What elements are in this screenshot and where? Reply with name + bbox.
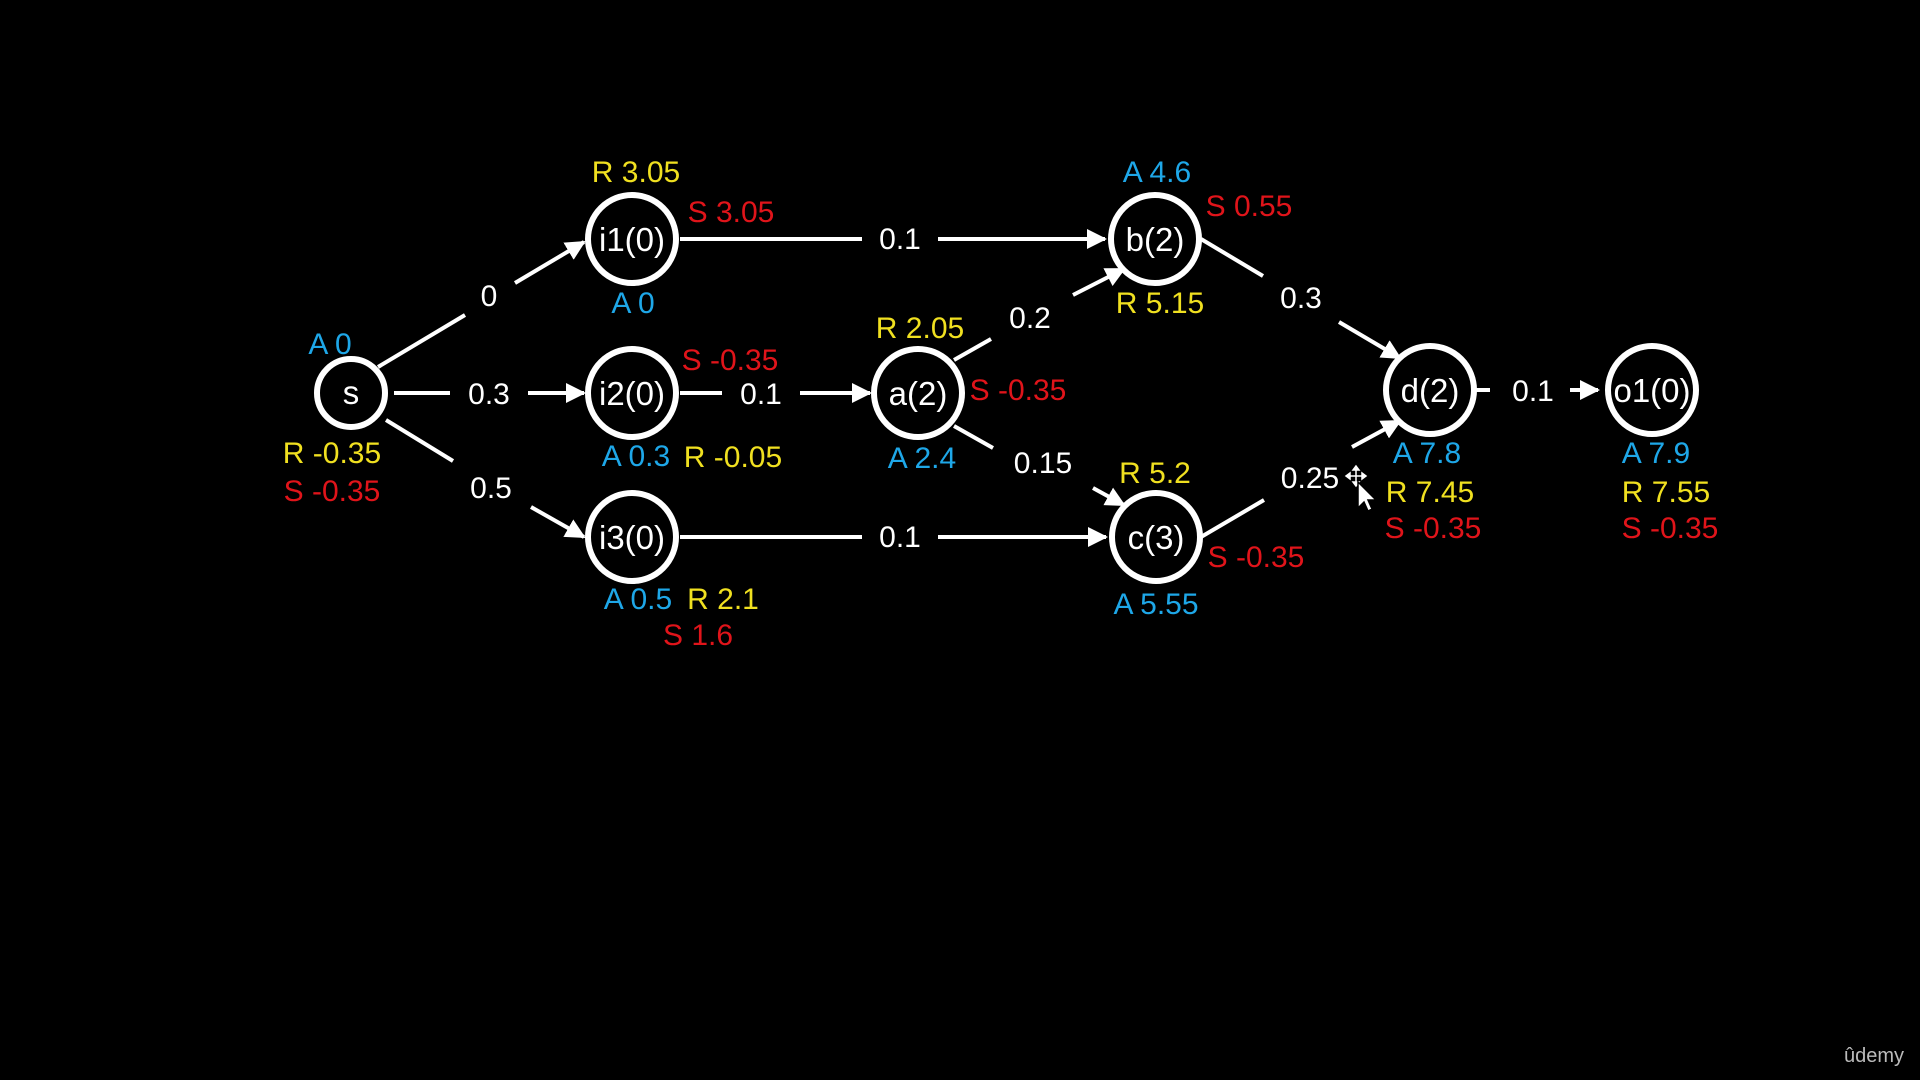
- annotation-b-A: A 4.6: [1123, 156, 1191, 189]
- annotation-i1-S: S 3.05: [688, 196, 775, 229]
- annotation-c-R: R 5.2: [1119, 457, 1191, 490]
- edge-b-d: 0.3: [1199, 237, 1402, 360]
- node-label-s: s: [343, 374, 360, 411]
- node-i3: i3(0): [585, 490, 679, 584]
- annotation-a-R: R 2.05: [876, 312, 964, 345]
- node-d: d(2): [1383, 343, 1477, 437]
- annotation-a-A: A 2.4: [888, 442, 956, 475]
- edge-s-i1: 0: [376, 240, 586, 369]
- edge-weight-s-i3: 0.5: [470, 472, 512, 505]
- annotation-c-A: A 5.55: [1113, 588, 1198, 621]
- node-label-o1: o1(0): [1613, 372, 1690, 409]
- edge-weight-d-o1: 0.1: [1512, 375, 1554, 408]
- edge-weight-b-d: 0.3: [1280, 282, 1322, 315]
- annotations-a: R 2.05 S -0.35 A 2.4: [876, 312, 1067, 475]
- annotation-o1-S: S -0.35: [1622, 512, 1719, 545]
- edge-a-c: 0.15: [953, 424, 1126, 507]
- annotation-o1-A: A 7.9: [1622, 437, 1690, 470]
- annotation-i3-A: A 0.5: [604, 583, 672, 616]
- annotations-i3: A 0.5 R 2.1 S 1.6: [604, 583, 759, 652]
- node-label-i3: i3(0): [599, 519, 665, 556]
- annotation-s-S: S -0.35: [284, 475, 381, 508]
- annotation-i1-R: R 3.05: [592, 156, 680, 189]
- annotations-i2: S -0.35 A 0.3 R -0.05: [602, 344, 782, 474]
- node-i2: i2(0): [585, 346, 679, 440]
- edge-i2-a: 0.1: [680, 378, 872, 411]
- edge-weight-a-c: 0.15: [1014, 447, 1072, 480]
- annotations-b: A 4.6 S 0.55 R 5.15: [1116, 156, 1293, 320]
- node-b: b(2): [1108, 192, 1202, 286]
- edge-weight-c-d: 0.25: [1281, 462, 1339, 495]
- annotation-d-S: S -0.35: [1385, 512, 1482, 545]
- annotations-i1: R 3.05 S 3.05 A 0: [592, 156, 775, 320]
- edge-d-o1: 0.1: [1475, 375, 1600, 408]
- node-label-i1: i1(0): [599, 221, 665, 258]
- edge-i3-c: 0.1: [680, 521, 1108, 554]
- node-i1: i1(0): [585, 192, 679, 286]
- annotation-s-R: R -0.35: [283, 437, 381, 470]
- edge-s-i2: 0.3: [394, 378, 586, 411]
- node-label-i2: i2(0): [599, 375, 665, 412]
- edge-s-i3: 0.5: [384, 418, 586, 539]
- annotation-i2-R: R -0.05: [684, 441, 782, 474]
- annotation-i3-S: S 1.6: [663, 619, 733, 652]
- edge-weight-a-b: 0.2: [1009, 302, 1051, 335]
- annotation-b-S: S 0.55: [1206, 190, 1293, 223]
- node-a: a(2): [871, 346, 965, 440]
- edge-weight-i2-a: 0.1: [740, 378, 782, 411]
- annotations-c: R 5.2 S -0.35 A 5.55: [1113, 457, 1304, 621]
- annotation-i3-R: R 2.1: [687, 583, 759, 616]
- annotation-i2-A: A 0.3: [602, 440, 670, 473]
- node-label-b: b(2): [1126, 221, 1185, 258]
- annotation-i1-A: A 0: [611, 287, 654, 320]
- annotations-o1: A 7.9 R 7.55 S -0.35: [1622, 437, 1719, 545]
- edge-c-d: 0.25: [1199, 419, 1402, 539]
- edge-weight-i3-c: 0.1: [879, 521, 921, 554]
- node-label-d: d(2): [1401, 372, 1460, 409]
- move-cursor-icon: [1344, 464, 1378, 512]
- annotations-s: A 0 R -0.35 S -0.35: [283, 328, 381, 508]
- annotation-s-A: A 0: [308, 328, 351, 361]
- edge-weight-s-i2: 0.3: [468, 378, 510, 411]
- node-c: c(3): [1109, 490, 1203, 584]
- annotation-d-A: A 7.8: [1393, 437, 1461, 470]
- node-label-c: c(3): [1128, 519, 1185, 556]
- edge-a-b: 0.2: [953, 267, 1126, 362]
- node-s: s: [314, 356, 388, 430]
- annotation-i2-S: S -0.35: [682, 344, 779, 377]
- annotation-d-R: R 7.45: [1386, 476, 1474, 509]
- edge-weight-s-i1: 0: [481, 280, 498, 313]
- annotation-a-S: S -0.35: [970, 374, 1067, 407]
- edge-i1-b: 0.1: [680, 223, 1107, 256]
- annotation-c-S: S -0.35: [1208, 541, 1305, 574]
- annotations-d: A 7.8 R 7.45 S -0.35: [1385, 437, 1482, 545]
- node-label-a: a(2): [889, 375, 948, 412]
- udemy-watermark: ûdemy: [1843, 1045, 1904, 1067]
- annotation-b-R: R 5.15: [1116, 287, 1204, 320]
- edge-weight-i1-b: 0.1: [879, 223, 921, 256]
- node-o1: o1(0): [1605, 343, 1699, 437]
- annotation-o1-R: R 7.55: [1622, 476, 1710, 509]
